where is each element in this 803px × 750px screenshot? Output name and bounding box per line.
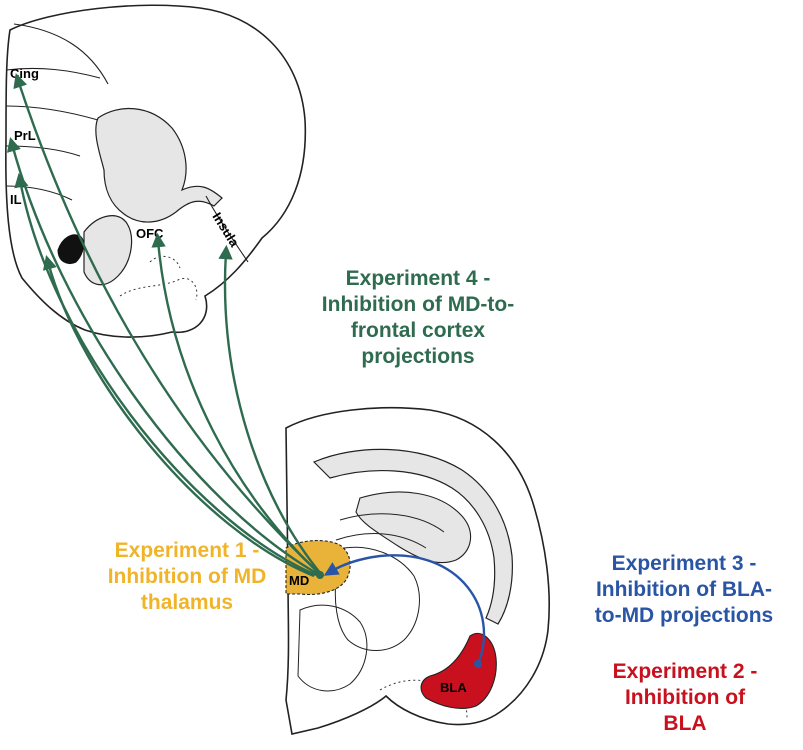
insula-boundary: [205, 195, 249, 263]
experiment-2-line3: BLA: [663, 712, 707, 735]
experiment-4-line3: frontal cortex: [350, 319, 486, 342]
posterior-white-matter: [312, 448, 513, 625]
projection-to-prl: [6, 137, 319, 576]
posterior-fold-2: [335, 533, 427, 549]
cing-boundary: [5, 67, 101, 79]
md-origin-dot: [316, 571, 324, 579]
experiment-4-line4: projections: [361, 345, 475, 368]
experiment-4-label: Experiment 4 - Inhibition of MD-to- fron…: [262, 266, 574, 370]
experiment-2-line1: Experiment 2 -: [612, 660, 758, 683]
md-region: [285, 539, 351, 596]
label-md: MD: [289, 573, 309, 588]
experiment-4-line2: Inhibition of MD-to-: [321, 293, 515, 316]
experiment-4-line1: Experiment 4 -: [345, 267, 491, 290]
frontal-ventricle: [57, 234, 84, 264]
experiment-3-line1: Experiment 3 -: [611, 552, 757, 575]
label-ofc: OFC: [136, 226, 164, 241]
label-il: IL: [10, 192, 22, 207]
midline: [13, 23, 109, 85]
bla-to-md-projection: [323, 554, 486, 665]
experiment-1-line3: thalamus: [140, 591, 234, 614]
frontal-white-matter: [95, 107, 223, 223]
posterior-hippocampus: [355, 491, 472, 564]
frontal-dotted-structure: [119, 278, 198, 301]
label-prl: PrL: [14, 128, 36, 143]
projection-to-cing: [13, 73, 321, 575]
label-bla: BLA: [440, 680, 467, 695]
label-cing: Cing: [10, 66, 39, 81]
prl-boundary: [5, 105, 99, 121]
experiment-3-line2: Inhibition of BLA-: [595, 578, 773, 601]
projection-to-insula: [218, 244, 322, 575]
posterior-fold-1: [339, 513, 445, 533]
bla-origin-dot: [474, 660, 482, 668]
experiment-2-label: Experiment 2 - Inhibition of BLA: [572, 659, 798, 737]
posterior-thalamus: [334, 546, 420, 651]
md-to-frontal-projections: [6, 73, 322, 578]
projection-to-il: [14, 172, 317, 577]
experiment-3-label: Experiment 3 - Inhibition of BLA- to-MD …: [568, 551, 800, 629]
experiment-1-line2: Inhibition of MD: [107, 565, 267, 588]
experiment-1-line1: Experiment 1 -: [114, 539, 260, 562]
projection-to-ofc: [151, 232, 321, 575]
posterior-section: MD BLA: [285, 406, 550, 735]
posterior-ventral: [297, 604, 368, 692]
il-boundary-bottom: [5, 185, 73, 201]
bla-region: [420, 632, 497, 709]
experiment-2-line2: Inhibition of: [624, 686, 746, 709]
experiment-3-line3: to-MD projections: [594, 604, 774, 627]
posterior-dotted-structure: [379, 679, 468, 721]
experiment-1-label: Experiment 1 - Inhibition of MD thalamus: [52, 538, 322, 616]
projection-to-il-lower: [42, 255, 315, 578]
